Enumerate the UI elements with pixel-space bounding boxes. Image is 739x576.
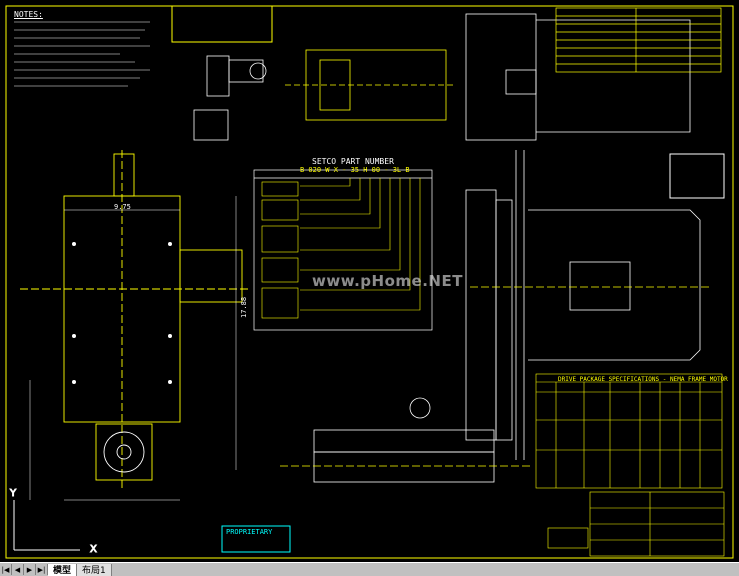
- notes-title: NOTES:: [14, 10, 43, 19]
- width-dimension: 9.75: [114, 203, 131, 211]
- nav-prev-icon[interactable]: ◀: [12, 564, 24, 575]
- svg-text:Y: Y: [9, 488, 17, 499]
- part-number-code: B 020 W X - 35 H 00 - 3L B: [300, 166, 410, 174]
- tab-model[interactable]: 模型: [48, 563, 78, 576]
- tab-layout1[interactable]: 布局1: [77, 563, 112, 576]
- layout-tab-bar: |◀ ◀ ▶ ▶| 模型 布局1: [0, 562, 739, 576]
- part-number-title: SETCO PART NUMBER: [312, 157, 394, 166]
- watermark: www.pHome.NET: [312, 272, 463, 290]
- drawing-canvas[interactable]: X Y NOTES: SETCO PART NUMBER B 020 W X -…: [0, 0, 739, 562]
- nav-first-icon[interactable]: |◀: [0, 564, 12, 575]
- cad-drawing: X Y: [5, 5, 734, 559]
- svg-text:X: X: [90, 544, 97, 555]
- proprietary-label: PROPRIETARY: [226, 528, 273, 536]
- nav-next-icon[interactable]: ▶: [24, 564, 36, 575]
- drive-table-title: DRIVE PACKAGE SPECIFICATIONS - NEMA FRAM…: [558, 376, 728, 383]
- height-dimension: 17.88: [240, 296, 248, 318]
- nav-last-icon[interactable]: ▶|: [36, 564, 48, 575]
